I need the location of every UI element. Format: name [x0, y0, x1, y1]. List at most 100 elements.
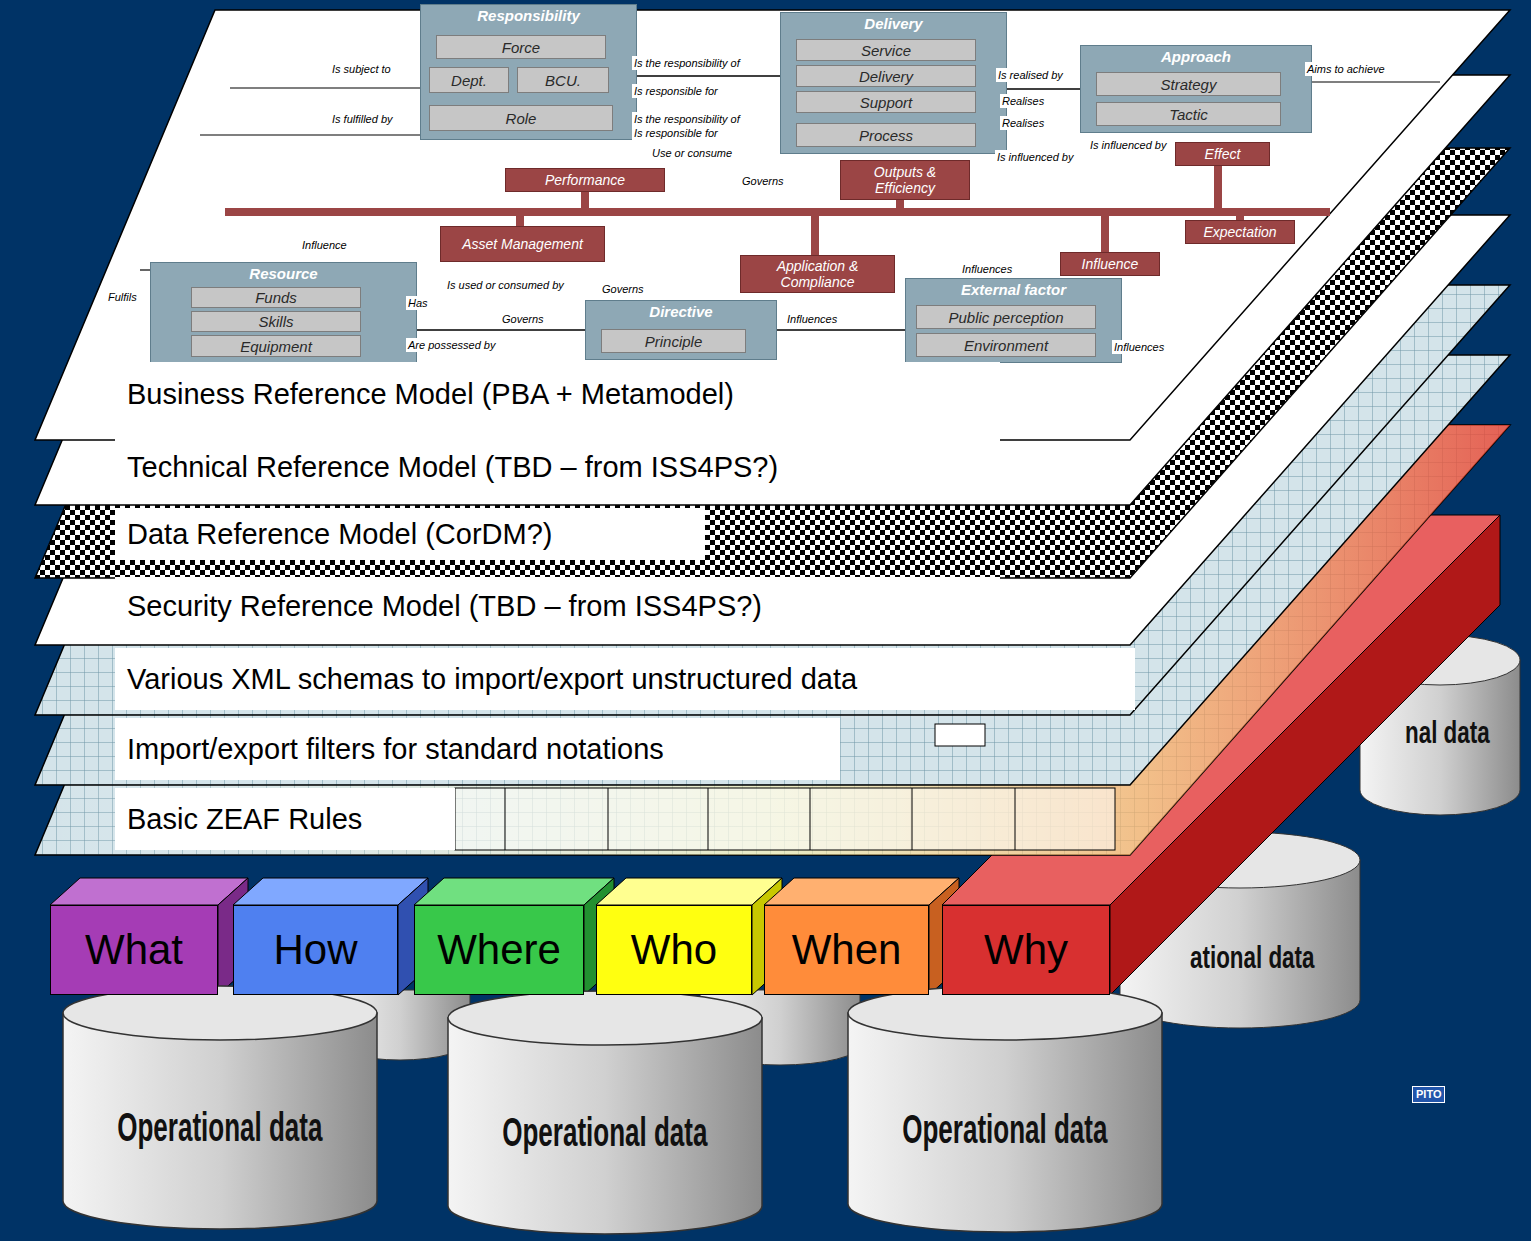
entity-group: ApproachStrategyTactic	[1080, 45, 1312, 133]
relation-connector	[637, 75, 780, 77]
entity-name: Tactic	[1169, 106, 1208, 123]
layer-plane	[35, 148, 1510, 578]
relation-label: Use or consume	[650, 146, 734, 160]
layer-label: Various XML schemas to import/export uns…	[115, 648, 1135, 710]
layer-plane	[35, 10, 1510, 440]
entity-box: Support	[796, 91, 976, 113]
layer-label: Import/export filters for standard notat…	[115, 718, 840, 780]
entity-name: Equipment	[240, 338, 312, 355]
entity-box: Delivery	[796, 65, 976, 87]
column-bar: Why	[942, 905, 1110, 995]
entity-group: External factorPublic perceptionEnvironm…	[905, 278, 1122, 363]
relation-label: Aims to achieve	[1305, 62, 1387, 76]
relation-label: Governs	[740, 174, 786, 188]
relation-label: Is responsible for	[632, 126, 720, 140]
column-name: When	[792, 926, 902, 974]
relation-label: Realises	[1000, 94, 1046, 108]
column-bar: How	[233, 905, 398, 995]
entity-name: Principle	[645, 333, 703, 350]
entity-name: Service	[861, 42, 911, 59]
layer-label: Technical Reference Model (TBD – from IS…	[115, 438, 1000, 496]
layer-name: Technical Reference Model (TBD – from IS…	[127, 451, 778, 484]
entity-name: Funds	[255, 289, 297, 306]
entity-name: Force	[502, 39, 540, 56]
relation-label: Influences	[1112, 340, 1166, 354]
relation-label: Influences	[960, 262, 1014, 276]
entity-box: Environment	[916, 333, 1096, 357]
entity-group: DirectivePrinciple	[585, 300, 777, 360]
column-name: What	[85, 926, 183, 974]
entity-name: Process	[859, 127, 913, 144]
entity-name: Dept.	[451, 72, 487, 89]
entity-box: BCU.	[517, 67, 609, 93]
cylinder-top	[448, 991, 762, 1045]
entity-box: Process	[796, 123, 976, 147]
theme-name: Asset Management	[462, 236, 583, 252]
column-name: Who	[631, 926, 717, 974]
bar-top	[764, 878, 959, 905]
entity-box: Service	[796, 39, 976, 61]
relation-label: Is the responsibility of	[632, 112, 742, 126]
relation-label: Is subject to	[330, 62, 393, 76]
relation-label: Governs	[500, 312, 546, 326]
entity-box: Equipment	[191, 335, 361, 357]
layer-label: Business Reference Model (PBA + Metamode…	[115, 362, 1000, 426]
relation-connector	[417, 329, 585, 331]
relation-label: Has	[406, 296, 430, 310]
relation-connector	[777, 329, 905, 331]
relation-label: Realises	[1000, 116, 1046, 130]
relation-label: Are possessed by	[406, 338, 497, 352]
group-heading: Delivery	[781, 13, 1006, 34]
column-bar: When	[764, 905, 929, 995]
layer-name: Basic ZEAF Rules	[127, 803, 362, 836]
relation-label: Is realised by	[996, 68, 1065, 82]
column-bar: Where	[414, 905, 584, 995]
theme-bar: Asset Management	[440, 226, 605, 262]
small-box	[935, 724, 985, 746]
relation-label: Influence	[300, 238, 349, 252]
cylinder-label: Operational data	[117, 1105, 322, 1150]
entity-box: Force	[436, 35, 606, 59]
column-bar: Who	[596, 905, 752, 995]
theme-bar: Outputs & Efficiency	[840, 160, 970, 200]
data-cylinder: Operational data	[62, 985, 378, 1230]
entity-name: Public perception	[948, 309, 1063, 326]
relation-label: Is the responsibility of	[632, 56, 742, 70]
layer-name: Data Reference Model (CorDM?)	[127, 518, 552, 551]
layer-label: Data Reference Model (CorDM?)	[115, 508, 705, 560]
entity-box: Skills	[191, 311, 361, 332]
cylinder-fragment: ational data	[1190, 940, 1314, 975]
layer-name: Import/export filters for standard notat…	[127, 733, 664, 766]
cylinder-top	[63, 986, 377, 1040]
cylinder-label: Operational data	[502, 1110, 707, 1155]
group-heading: Responsibility	[421, 5, 636, 26]
entity-box: Funds	[191, 287, 361, 308]
relation-label: Is fulfilled by	[330, 112, 395, 126]
group-heading: External factor	[906, 279, 1121, 300]
entity-group: ResponsibilityForceDept. BCU. Role	[420, 4, 637, 140]
relation-label: Is influenced by	[1088, 138, 1168, 152]
cylinder-body	[848, 1013, 1162, 1232]
entity-box: Public perception	[916, 305, 1096, 329]
group-heading: Approach	[1081, 46, 1311, 67]
entity-name: Strategy	[1161, 76, 1217, 93]
entity-box: Strategy	[1096, 72, 1281, 96]
theme-name: Effect	[1205, 146, 1241, 162]
theme-bar: Effect	[1175, 142, 1270, 166]
group-heading: Directive	[586, 301, 776, 322]
entity-box: Role	[429, 105, 613, 131]
cylinder-label: Operational data	[902, 1107, 1107, 1152]
theme-name: Application & Compliance	[746, 258, 889, 290]
layer-name: Security Reference Model (TBD – from ISS…	[127, 590, 762, 623]
theme-bar: Expectation	[1185, 220, 1295, 244]
layer-name: Various XML schemas to import/export uns…	[127, 663, 857, 696]
layer-name: Business Reference Model (PBA + Metamode…	[127, 378, 734, 411]
bar-top	[414, 878, 614, 905]
relation-label: Is influenced by	[995, 150, 1075, 164]
cylinder-body	[448, 1018, 762, 1234]
entity-box: Dept.	[429, 67, 509, 93]
data-cylinder: Operational data	[447, 990, 763, 1235]
theme-bar: Application & Compliance	[740, 255, 895, 293]
bar-top	[596, 878, 782, 905]
layer-label: Security Reference Model (TBD – from ISS…	[115, 577, 1000, 635]
